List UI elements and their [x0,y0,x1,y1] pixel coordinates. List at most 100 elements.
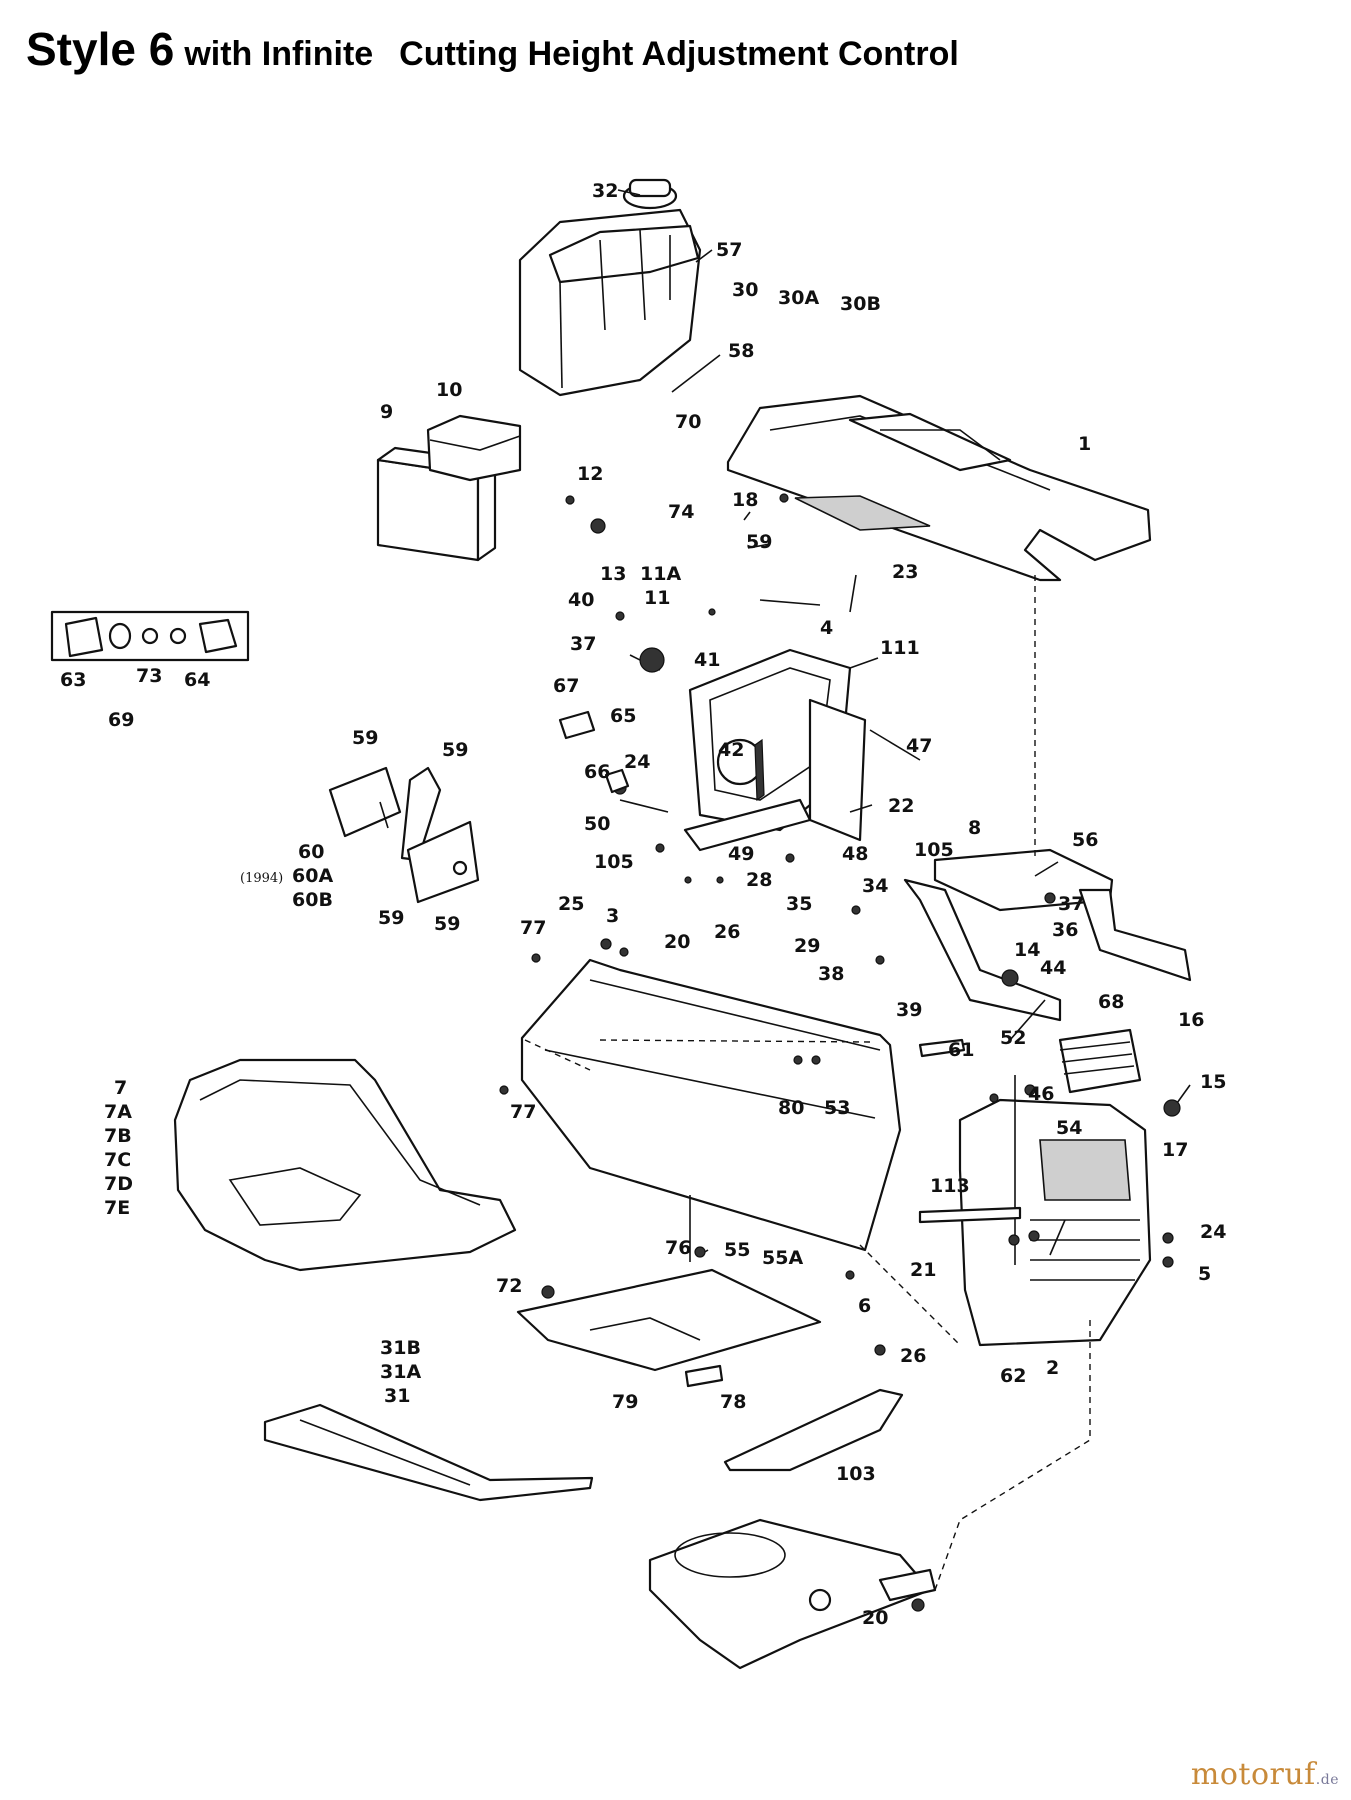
callout-59-a: 59 [352,727,378,749]
lift-lever-assembly [328,766,480,904]
callout-59-d: 59 [434,913,460,935]
callout-79: 79 [612,1391,638,1413]
front-grille [958,1028,1152,1347]
callout-7c: 7C [104,1149,131,1171]
callout-46: 46 [1028,1083,1054,1105]
callout-58: 58 [728,340,754,362]
callout-15: 15 [1200,1071,1226,1093]
callout-10: 10 [436,379,462,401]
callout-77-left: 77 [510,1101,536,1123]
callout-1: 1 [1078,433,1091,455]
callout-37-right: 37 [1058,893,1084,915]
callout-14: 14 [1014,939,1040,961]
callout-3: 3 [606,905,619,927]
callout-69: 69 [108,709,134,731]
chassis-frame [648,1518,937,1670]
callout-37-left: 37 [570,633,596,655]
hardware-bolts [499,493,1181,1612]
callout-66: 66 [584,761,610,783]
callout-26-center: 26 [714,921,740,943]
callout-41: 41 [694,649,720,671]
callout-7d: 7D [104,1173,133,1195]
callout-62: 62 [1000,1365,1026,1387]
callout-61: 61 [948,1039,974,1061]
callout-49: 49 [728,843,754,865]
callout-60a: 60A [292,865,333,887]
callout-26-right: 26 [900,1345,926,1367]
fuel-tank [518,178,702,397]
callout-59-c: 59 [378,907,404,929]
watermark-logo: motoruf.de [1191,1757,1339,1792]
callout-70: 70 [675,411,701,433]
callout-76: 76 [665,1237,691,1259]
ignition-switch-kit [50,610,250,662]
callout-21: 21 [910,1259,936,1281]
callout-13: 13 [600,563,626,585]
footrest [263,1403,594,1502]
callout-105-right: 105 [914,839,954,861]
battery [376,414,522,562]
callout-44: 44 [1040,957,1066,979]
callout-57: 57 [716,239,742,261]
hood-frame-bracket [903,848,1192,1022]
callout-2: 2 [1046,1357,1059,1379]
callout-31: 31 [384,1385,410,1407]
callout-54: 54 [1056,1117,1082,1139]
callout-1994: (1994) [240,871,283,886]
callout-64: 64 [184,669,210,691]
callout-7e: 7E [104,1197,130,1219]
callout-31a: 31A [380,1361,421,1383]
callout-42: 42 [718,739,744,761]
callout-7b: 7B [104,1125,132,1147]
callout-24-left: 24 [624,751,650,773]
seat [173,1058,517,1272]
callout-22: 22 [888,795,914,817]
callout-25: 25 [558,893,584,915]
callout-68: 68 [1098,991,1124,1013]
callout-47: 47 [906,735,932,757]
callout-11a: 11A [640,563,681,585]
callout-78: 78 [720,1391,746,1413]
floor-plate [516,1268,822,1372]
callout-67: 67 [553,675,579,697]
callout-74: 74 [668,501,694,523]
title-with: with Infinite [184,35,374,73]
callout-7: 7 [114,1077,127,1099]
callout-55a: 55A [762,1247,803,1269]
callout-36: 36 [1052,919,1078,941]
callout-39: 39 [896,999,922,1021]
leader-lines [379,189,1191,1591]
callout-12: 12 [577,463,603,485]
callout-63: 63 [60,669,86,691]
callout-59-top: 59 [746,531,772,553]
dash-panel [683,648,867,852]
callout-30b: 30B [840,293,881,315]
callout-50: 50 [584,813,610,835]
callout-60: 60 [298,841,324,863]
callout-38: 38 [818,963,844,985]
callout-52: 52 [1000,1027,1026,1049]
callout-113: 113 [930,1175,970,1197]
callout-20-bottom: 20 [862,1607,888,1629]
callout-103: 103 [836,1463,876,1485]
callout-65: 65 [610,705,636,727]
callout-5: 5 [1198,1263,1211,1285]
body-panel [520,958,902,1252]
callout-8: 8 [968,817,981,839]
callout-48: 48 [842,843,868,865]
callout-35: 35 [786,893,812,915]
callout-16: 16 [1178,1009,1204,1031]
callout-4: 4 [820,617,833,639]
callout-59-b: 59 [442,739,468,761]
callout-31b: 31B [380,1337,421,1359]
callout-17: 17 [1162,1139,1188,1161]
title-rest: Cutting Height Adjustment Control [399,35,959,73]
callout-18: 18 [732,489,758,511]
callout-105-center: 105 [594,851,634,873]
callout-6: 6 [858,1295,871,1317]
title-style: Style 6 [26,23,175,75]
callout-73: 73 [136,665,162,687]
callout-80: 80 [778,1097,804,1119]
